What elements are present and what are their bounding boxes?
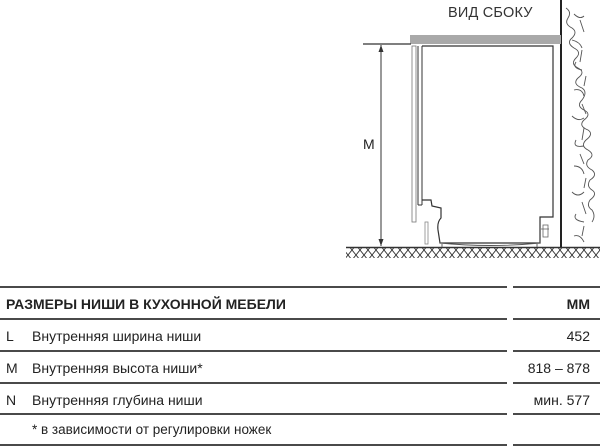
table-rule <box>513 444 600 446</box>
floor-hatch <box>346 248 600 258</box>
footnote: * в зависимости от регулировки ножек <box>32 422 272 437</box>
table-rule <box>0 382 507 384</box>
countertop <box>410 35 561 44</box>
table-rule <box>0 413 507 415</box>
table-rule <box>0 286 507 288</box>
table-row: L Внутренняя ширина ниши 452 <box>0 320 600 351</box>
table-rule <box>513 286 600 288</box>
row-value: 818 – 878 <box>527 360 590 376</box>
side-view-diagram: ВИД СБОКУ M <box>346 0 600 258</box>
table-title: РАЗМЕРЫ НИШИ В КУХОННОЙ МЕБЕЛИ <box>6 296 286 312</box>
table-header-row: РАЗМЕРЫ НИШИ В КУХОННОЙ МЕБЕЛИ MM <box>0 288 600 319</box>
table-rule <box>513 413 600 415</box>
row-value: мин. 577 <box>533 392 590 408</box>
row-label: Внутренняя глубина ниши <box>32 392 203 408</box>
unit-header: MM <box>566 296 590 312</box>
footnote-row: * в зависимости от регулировки ножек <box>0 415 600 446</box>
row-value: 452 <box>566 328 590 344</box>
row-letter: N <box>6 392 17 408</box>
table-rule <box>0 318 507 320</box>
row-letter: M <box>6 360 18 376</box>
view-label: ВИД СБОКУ <box>448 5 533 21</box>
table-rule <box>513 350 600 352</box>
table-rule <box>513 382 600 384</box>
row-letter: L <box>6 328 14 344</box>
table-rule <box>0 350 507 352</box>
table-row: N Внутренняя глубина ниши мин. 577 <box>0 384 600 415</box>
dimension-label-m: M <box>363 136 375 152</box>
dishwasher-niche-drawing <box>346 0 600 258</box>
table-rule <box>513 318 600 320</box>
table-rule <box>0 444 507 446</box>
row-label: Внутренняя высота ниши* <box>32 360 203 376</box>
table-row: M Внутренняя высота ниши* 818 – 878 <box>0 352 600 383</box>
wall-texture <box>565 7 595 243</box>
row-label: Внутренняя ширина ниши <box>32 328 202 344</box>
